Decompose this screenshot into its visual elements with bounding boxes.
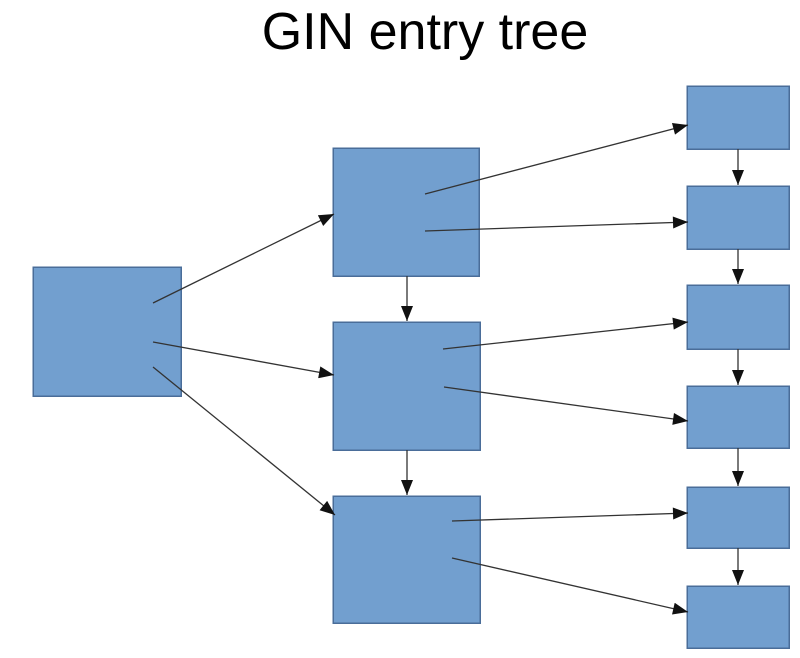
node-mid-1 xyxy=(332,147,480,277)
edge-root-to-mid-1 xyxy=(152,213,335,304)
node-leaf-4 xyxy=(686,385,790,449)
edge-mid-3-to-leaf-5 xyxy=(451,507,689,522)
nodes-layer xyxy=(32,85,790,649)
edges-layer xyxy=(152,123,744,615)
node-mid-3 xyxy=(332,495,481,624)
diagram-title: GIN entry tree xyxy=(261,3,589,61)
edge-mid-1-to-leaf-2 xyxy=(424,216,689,232)
edge-root-to-mid-2 xyxy=(152,341,335,379)
node-leaf-5 xyxy=(686,486,790,549)
edge-mid-3-to-leaf-6 xyxy=(451,557,689,615)
node-mid-2 xyxy=(332,321,481,451)
edge-mid-2-to-leaf-4 xyxy=(443,386,689,425)
edge-mid-2-to-leaf-3 xyxy=(442,317,689,350)
edge-root-to-mid-3 xyxy=(152,366,336,516)
node-root xyxy=(32,266,182,397)
node-leaf-2 xyxy=(686,185,790,250)
edge-mid-1-to-leaf-1 xyxy=(424,123,689,195)
node-leaf-6 xyxy=(686,585,790,649)
node-leaf-1 xyxy=(686,85,790,150)
node-leaf-3 xyxy=(686,284,790,350)
